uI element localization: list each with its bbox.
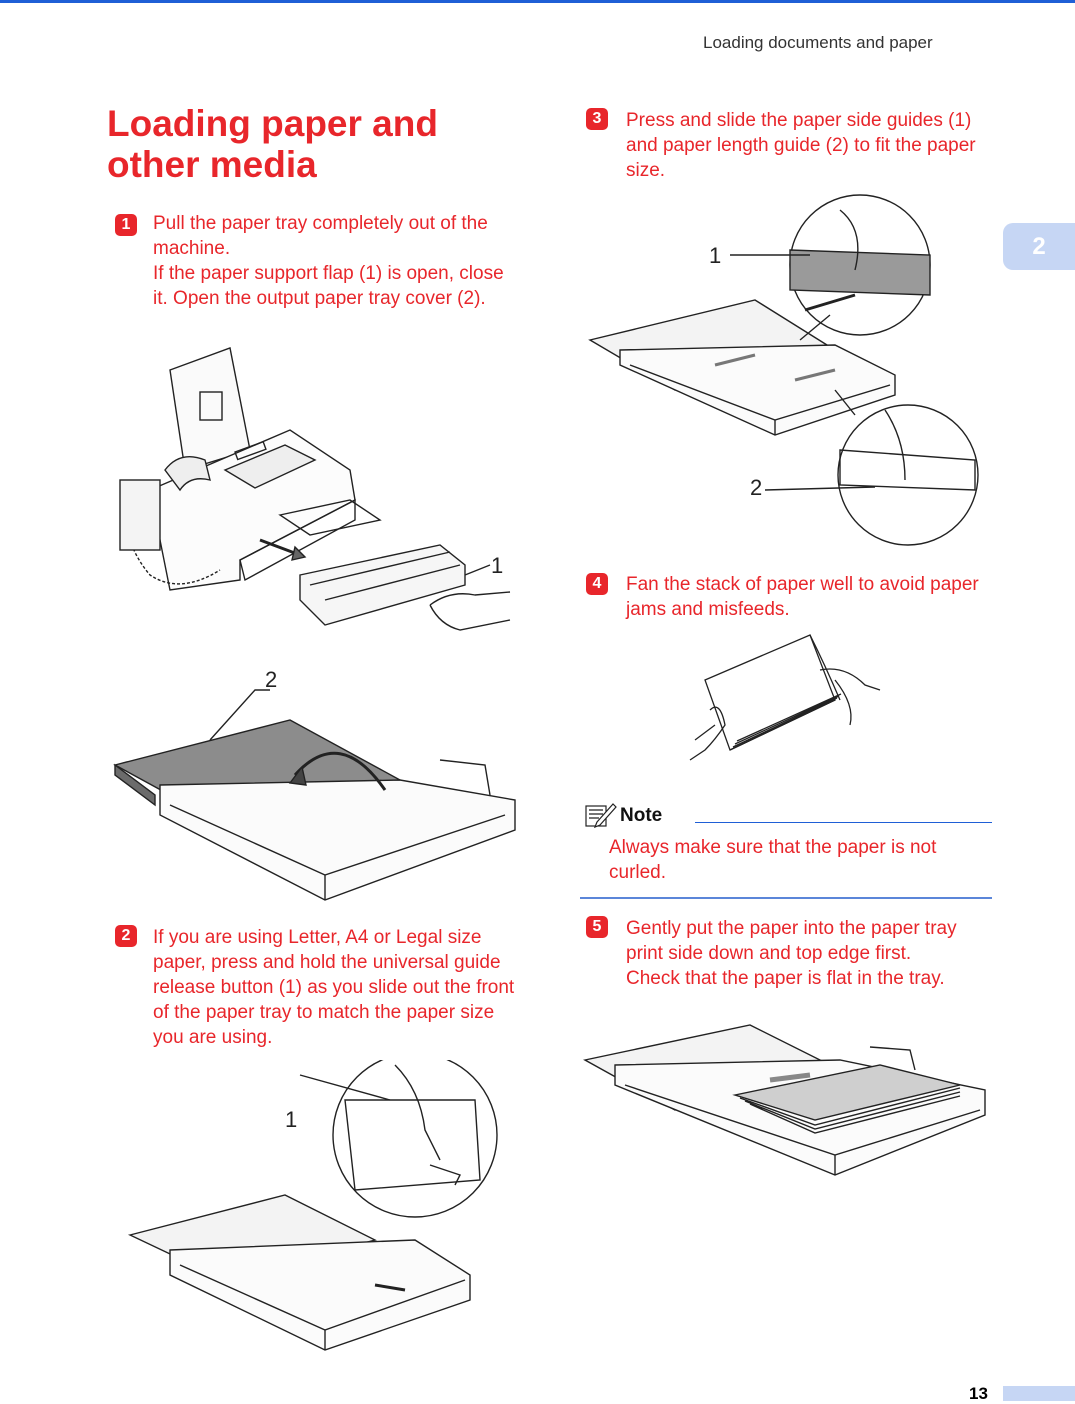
- step-5-badge: 5: [586, 916, 608, 938]
- page-number: 13: [969, 1384, 988, 1403]
- step-1-badge: 1: [115, 214, 137, 236]
- step-5-text: Gently put the paper into the paper tray…: [626, 916, 991, 991]
- note-icon: [583, 800, 617, 835]
- figure-side-length-guides: 1 2: [588, 194, 979, 546]
- note-text: Always make sure that the paper is not c…: [609, 837, 937, 883]
- note-divider-bottom: [580, 897, 992, 899]
- step-1-line-1: Pull the paper tray completely out of th…: [153, 213, 488, 259]
- footer-tab: [1003, 1386, 1075, 1401]
- step-2-text: If you are using Letter, A4 or Legal siz…: [153, 925, 521, 1050]
- figure-tray-cover-open: 2: [113, 667, 516, 901]
- page-title: Loading paper and other media: [107, 103, 438, 185]
- fig4-callout-2: 2: [750, 475, 762, 500]
- figure-fan-paper: [689, 634, 881, 761]
- chapter-tab: 2: [1003, 223, 1075, 270]
- step-4-line-1: Fan the stack of paper well to avoid pap…: [626, 574, 979, 620]
- step-1-text: Pull the paper tray completely out of th…: [153, 211, 521, 311]
- note-divider-top: [695, 822, 992, 823]
- step-1-line-2: If the paper support flap (1) is open, c…: [153, 263, 504, 309]
- step-5-line-1: Gently put the paper into the paper tray…: [626, 918, 957, 964]
- step-2-line-1: If you are using Letter, A4 or Legal siz…: [153, 927, 515, 1048]
- step-3-line-1: Press and slide the paper side guides (1…: [626, 110, 976, 181]
- fig3-callout-1: 1: [285, 1107, 297, 1132]
- note-box: Note Always make sure that the paper is …: [580, 798, 992, 899]
- fig4-callout-1: 1: [709, 243, 721, 268]
- step-2-badge: 2: [115, 925, 137, 947]
- step-4-text: Fan the stack of paper well to avoid pap…: [626, 572, 991, 622]
- note-label: Note: [620, 805, 663, 826]
- step-3-badge: 3: [586, 108, 608, 130]
- figure-paper-in-tray: [583, 1024, 986, 1176]
- fig1-callout-1: 1: [491, 553, 503, 578]
- figure-guide-release: 1: [127, 1060, 498, 1351]
- header-rule: [0, 0, 1075, 3]
- step-4-badge: 4: [586, 573, 608, 595]
- fig2-callout-2: 2: [265, 667, 277, 692]
- figure-fax-machine-tray-out: 1: [119, 347, 511, 631]
- running-header: Loading documents and paper: [703, 33, 933, 52]
- step-5-line-2: Check that the paper is flat in the tray…: [626, 968, 945, 989]
- step-3-text: Press and slide the paper side guides (1…: [626, 108, 991, 183]
